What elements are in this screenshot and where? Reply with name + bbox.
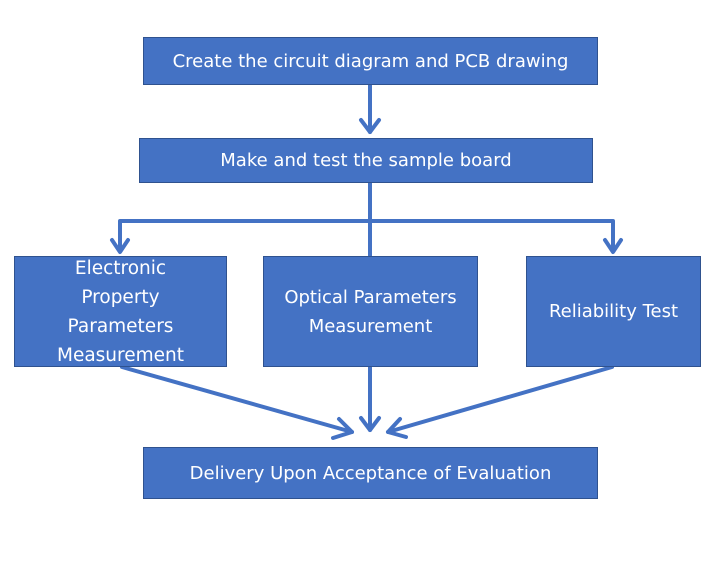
node-label: Make and test the sample board — [220, 150, 512, 171]
arrow-make-to-reliability — [603, 238, 623, 254]
arrow-make-to-electronic — [110, 238, 130, 254]
node-label: Reliability Test — [548, 301, 679, 322]
node-label: Optical Parameters Measurement — [284, 286, 457, 337]
node-label: Electronic Property Parameters Measureme… — [56, 257, 184, 366]
node-reliability: Reliability Test — [526, 256, 701, 367]
node-electronic: Electronic Property Parameters Measureme… — [14, 256, 227, 367]
node-optical: Optical Parameters Measurement — [263, 256, 478, 367]
node-create-circuit: Create the circuit diagram and PCB drawi… — [143, 37, 598, 85]
branch-line — [118, 219, 615, 252]
arrow-create-to-make — [359, 83, 381, 134]
arrow-electronic-to-delivery — [120, 365, 354, 440]
node-delivery: Delivery Upon Acceptance of Evaluation — [143, 447, 598, 499]
node-make-test: Make and test the sample board — [139, 138, 593, 183]
node-label: Delivery Upon Acceptance of Evaluation — [189, 462, 552, 484]
arrow-reliability-to-delivery — [386, 365, 614, 439]
node-label: Create the circuit diagram and PCB drawi… — [172, 50, 569, 72]
arrow-optical-to-delivery — [359, 365, 381, 432]
